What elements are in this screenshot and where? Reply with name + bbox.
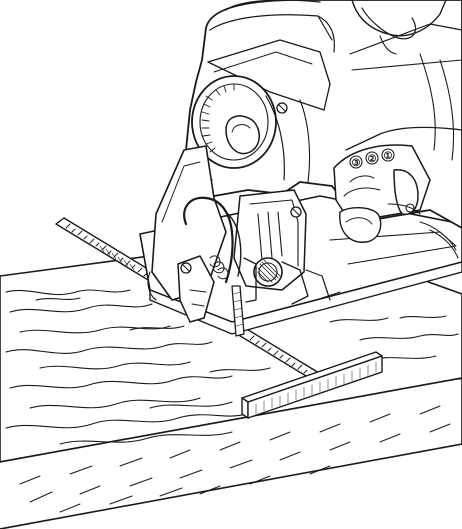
blade-mechanism bbox=[147, 145, 341, 337]
fan-blade bbox=[361, 7, 417, 40]
orbital-position-2: ② bbox=[365, 151, 379, 165]
orbital-label-3: ③ bbox=[352, 158, 361, 169]
jigsaw-blade bbox=[231, 285, 245, 337]
orbital-position-1: ① bbox=[381, 148, 395, 162]
dial-grip-lines bbox=[201, 83, 235, 153]
wood-grain-edge bbox=[19, 405, 451, 513]
fence-shading bbox=[255, 361, 377, 415]
orbital-label-2: ② bbox=[368, 154, 377, 165]
fence-front bbox=[241, 397, 249, 419]
spring-coils bbox=[209, 255, 229, 280]
blade-lever-loop[interactable] bbox=[183, 196, 234, 284]
base-plate-edge bbox=[149, 261, 462, 335]
ruler-shading bbox=[99, 245, 135, 271]
orbital-position-3: ③ bbox=[349, 155, 363, 169]
blade-guard bbox=[151, 145, 227, 301]
orbital-label-1: ① bbox=[384, 151, 393, 162]
dial-knob[interactable] bbox=[225, 115, 260, 155]
orbital-selector: ③ ② ① bbox=[333, 144, 431, 243]
fence-face bbox=[247, 355, 383, 419]
guide-fence bbox=[241, 351, 383, 419]
board-front-edge bbox=[0, 377, 462, 529]
